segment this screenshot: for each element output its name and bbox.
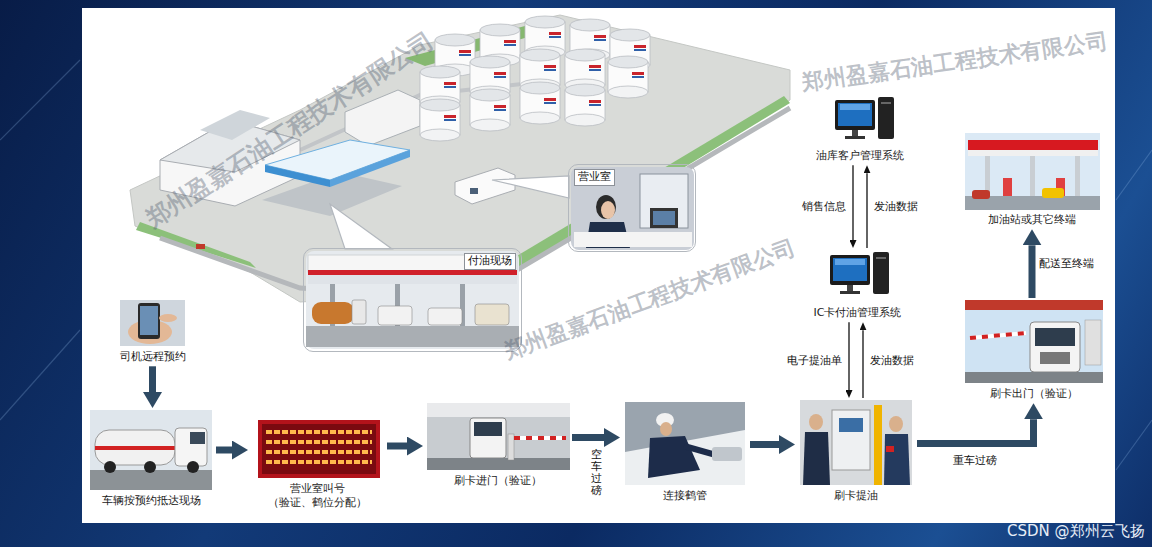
photo-area	[105, 300, 200, 348]
step-caption: 连接鹤管	[622, 489, 748, 503]
data-arrow	[862, 330, 863, 398]
photo-area	[797, 400, 915, 487]
photo-step: 刷卡进门（验证）	[425, 403, 570, 488]
watermark: 郑州盈嘉石油工程技术有限公司	[801, 28, 1110, 97]
step-caption: 刷卡提油	[797, 489, 915, 503]
callout-box: 营业室	[568, 164, 696, 252]
edge-label: 重车过磅	[952, 454, 998, 467]
photo-area	[962, 300, 1105, 385]
flow-arrow	[572, 434, 604, 441]
photo-step: 刷卡出门（验证）	[962, 300, 1105, 401]
photo-step: IC卡付油管理系统	[795, 250, 920, 320]
flow-arrow	[387, 443, 407, 450]
photo-area	[622, 402, 748, 487]
data-arrow	[852, 165, 853, 240]
photo-step: 油库客户管理系统	[805, 95, 915, 163]
photo-area	[962, 133, 1102, 211]
callout-label: 营业室	[574, 169, 615, 186]
step-caption: 加油站或其它终端	[962, 213, 1102, 227]
flow-arrow	[216, 447, 232, 454]
edge-label: 空车过磅	[591, 448, 602, 498]
step-caption: 油库客户管理系统	[805, 149, 915, 163]
edge-label: 配送至终端	[1038, 257, 1095, 270]
step-caption: 车辆按预约抵达现场	[88, 494, 214, 508]
photo-area	[88, 410, 214, 492]
photo-step: 车辆按预约抵达现场	[88, 410, 214, 508]
callout-label: 付油现场	[464, 253, 516, 270]
photo-step: 营业室叫号 （验证、鹤位分配）	[250, 420, 385, 511]
edge-label: 发油数据	[873, 200, 919, 213]
photo-area	[250, 420, 385, 480]
step-caption: IC卡付油管理系统	[795, 306, 920, 320]
photo-step: 连接鹤管	[622, 402, 748, 503]
flow-arrow	[917, 419, 1034, 443]
watermark: 郑州盈嘉石油工程技术有限公司	[141, 26, 438, 233]
photo-step: 加油站或其它终端	[962, 133, 1102, 227]
flow-arrow	[149, 366, 156, 392]
edge-label: 发油数据	[869, 354, 915, 367]
photo-area	[805, 95, 915, 147]
photo-area	[425, 403, 570, 472]
step-caption: 营业室叫号 （验证、鹤位分配）	[267, 482, 368, 511]
photo-area	[795, 250, 920, 304]
watermark: 郑州盈嘉石油工程技术有限公司	[501, 235, 799, 365]
edge-label: 销售信息	[801, 200, 847, 213]
photo-step: 刷卡提油	[797, 400, 915, 503]
step-caption: 司机远程预约	[105, 350, 200, 364]
data-arrow	[848, 322, 849, 390]
data-arrow	[866, 173, 867, 248]
photo-step: 司机远程预约	[105, 300, 200, 364]
callout-box: 付油现场	[303, 248, 522, 352]
flow-arrow	[750, 441, 779, 448]
flow-arrow	[1029, 245, 1036, 298]
source-credit: CSDN @郑州云飞扬	[1007, 522, 1145, 540]
step-caption: 刷卡出门（验证）	[962, 387, 1105, 401]
edge-label: 电子提油单	[786, 354, 843, 367]
step-caption: 刷卡进门（验证）	[425, 474, 570, 488]
